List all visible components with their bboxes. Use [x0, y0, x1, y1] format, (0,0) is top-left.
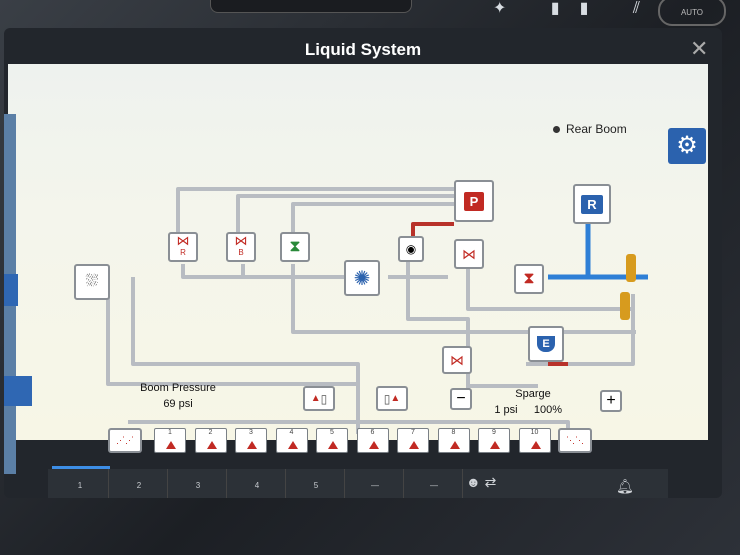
nozzle-on-icon: [368, 441, 379, 449]
section-number: 7: [411, 429, 415, 436]
rinse-tank-label: R: [581, 194, 603, 214]
auto-button[interactable]: AUTO: [658, 0, 726, 26]
operator-icon[interactable]: ☻ ⇄: [466, 474, 497, 490]
agitation-icon[interactable]: ◉: [398, 236, 424, 262]
left-panel-button[interactable]: [4, 274, 18, 306]
minus-label: −: [456, 390, 466, 407]
eductor-tank-label: E: [537, 336, 555, 352]
left-panel-button-2[interactable]: [4, 376, 32, 406]
pipe-network: [106, 187, 648, 434]
nozzle-on-icon: [530, 441, 541, 449]
nozzle-on-icon: [166, 441, 176, 449]
bottom-tab-4[interactable]: 4: [229, 469, 286, 498]
bottom-tab-3[interactable]: 3: [170, 469, 227, 498]
valve-r-label: R: [180, 248, 186, 257]
valve-b[interactable]: ⋈B: [226, 232, 256, 262]
sparge-label: Sparge: [515, 388, 551, 400]
status-dot-icon: [553, 126, 560, 134]
settings-button[interactable]: ⚙: [668, 128, 706, 164]
top-status-strip: [210, 0, 412, 13]
nozzle-on-icon: [328, 441, 338, 449]
boom-pressure-label: Boom Pressure: [140, 382, 216, 394]
product-tank[interactable]: P: [454, 180, 494, 222]
nozzle-on-icon: [206, 441, 217, 449]
section-button-7[interactable]: 7: [397, 428, 429, 453]
section-button-6[interactable]: 6: [356, 428, 389, 453]
nozzle-on-icon: [409, 441, 419, 449]
sparge-plus-button[interactable]: +: [600, 390, 622, 412]
rinse-tank[interactable]: R: [573, 184, 611, 224]
bottom-tab-bar: [48, 469, 668, 498]
nozzle-on-icon: [490, 441, 500, 449]
section-button-3[interactable]: 3: [235, 428, 267, 453]
boom-spray-icon[interactable]: ⛆: [74, 264, 110, 300]
top-status-icons: ✦ ▮▮ ⫽: [492, 0, 660, 17]
sparge-pressure-value: 1 psi: [494, 404, 518, 416]
bottom-tab-2[interactable]: 2: [111, 469, 168, 498]
page-title: Liquid System: [304, 40, 422, 59]
flow-meter[interactable]: ⧗: [280, 232, 310, 262]
section-shift-left-button[interactable]: ▲▯: [303, 386, 335, 411]
valve-r[interactable]: ⋈R: [168, 232, 198, 262]
plus-label: +: [606, 392, 616, 409]
flow-valve[interactable]: ⧗: [514, 264, 544, 294]
rear-boom-label: Rear Boom: [566, 122, 627, 136]
left-fence-nozzle-button[interactable]: ⋰⋰: [108, 428, 142, 453]
pump-icon[interactable]: ✺: [344, 260, 380, 296]
bottom-tab-5[interactable]: 5: [288, 469, 345, 498]
bottom-tab-7[interactable]: —: [406, 469, 463, 498]
valve-sparge[interactable]: ⋈: [442, 346, 472, 374]
screen: Liquid System ✕: [4, 28, 722, 498]
liquid-system-diagram: ⛆ ⋈R ⋈B ⧗ ✺ ◉ ⋈ ⧗ ⋈ P R E Rear Boom ⚙ Bo…: [4, 64, 708, 474]
section-number: 5: [330, 429, 334, 436]
section-number: 4: [289, 429, 294, 436]
sparge-minus-button[interactable]: −: [450, 388, 472, 410]
eductor-tank[interactable]: E: [528, 326, 564, 362]
product-tank-label: P: [463, 191, 485, 211]
gear-icon: ⚙: [676, 132, 698, 159]
right-fence-nozzle-button[interactable]: ⋱⋱: [558, 428, 592, 453]
nozzle-on-icon: [247, 441, 257, 449]
section-number: 1: [168, 429, 172, 436]
valve-main[interactable]: ⋈: [454, 239, 484, 269]
section-button-5[interactable]: 5: [316, 428, 348, 453]
section-button-8[interactable]: 8: [437, 428, 470, 453]
nozzle-on-icon: [287, 441, 298, 449]
active-tab-indicator: [52, 466, 110, 469]
nozzle-on-icon: [449, 441, 460, 449]
sparge-percent-value: 100%: [533, 404, 563, 416]
auto-label: AUTO: [680, 8, 704, 17]
notification-bell-icon[interactable]: 🔔︎: [616, 478, 634, 494]
section-shift-right-button[interactable]: ▯▲: [376, 386, 408, 411]
bottom-tab-6[interactable]: —: [347, 469, 404, 498]
rear-boom-indicator: Rear Boom: [553, 122, 627, 136]
valve-b-label: B: [238, 248, 244, 257]
bottom-tab-1[interactable]: 1: [52, 469, 109, 498]
section-number: 2: [208, 429, 213, 436]
close-button[interactable]: ✕: [690, 36, 709, 61]
section-button-2[interactable]: 2: [194, 428, 227, 453]
section-number: 9: [492, 429, 496, 436]
boom-pressure-value: 69 psi: [163, 398, 193, 410]
section-button-1[interactable]: 1: [154, 428, 186, 453]
section-number: 6: [370, 429, 375, 436]
section-button-9[interactable]: 9: [478, 428, 510, 453]
section-number: 3: [249, 429, 253, 436]
section-button-10[interactable]: 10: [518, 428, 551, 453]
section-button-4[interactable]: 4: [275, 428, 308, 453]
section-number: 10: [530, 429, 539, 436]
section-number: 8: [451, 429, 456, 436]
